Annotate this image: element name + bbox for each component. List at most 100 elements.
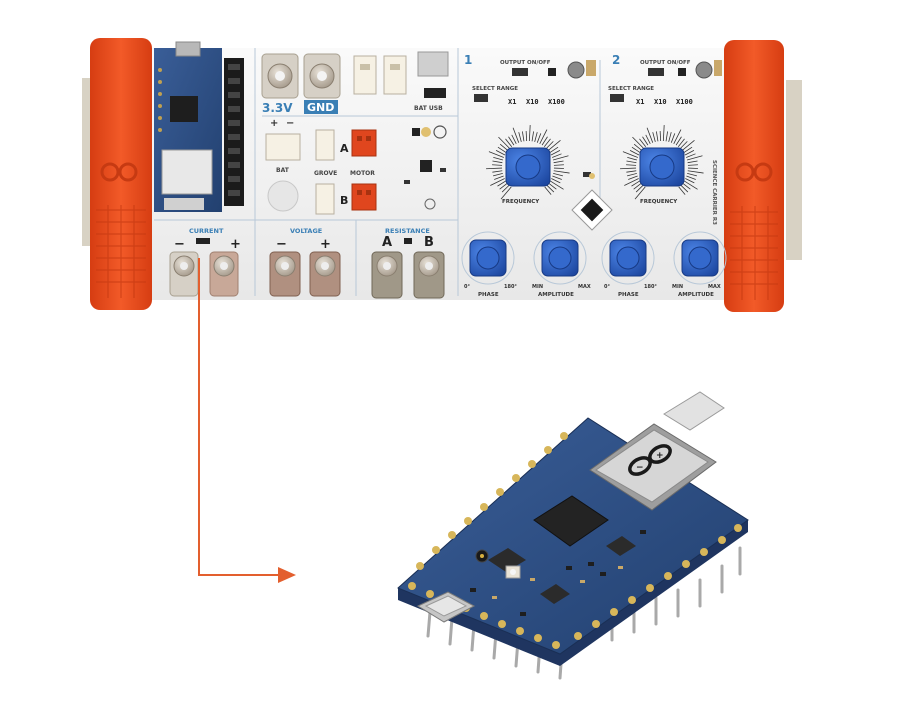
dial-tick <box>508 136 515 146</box>
connector-b-top <box>383 55 407 95</box>
label-select-range-2: SELECT RANGE <box>608 86 654 92</box>
dial-tick <box>652 132 656 142</box>
dial-tick <box>675 136 682 146</box>
voltage-terminal-plus <box>309 251 341 297</box>
nano-main-chip <box>533 495 609 547</box>
capacitor-1 <box>567 61 585 79</box>
amplitude-knob-2 <box>673 231 727 285</box>
label-x1-2: X1 <box>636 98 644 106</box>
label-x1-1: X1 <box>508 98 516 106</box>
label-min-1: MIN <box>532 284 543 290</box>
label-output-1: OUTPUT ON/OFF <box>500 60 551 66</box>
mcu-chip <box>170 96 198 122</box>
nano-small-chip-1 <box>488 548 526 572</box>
grove-connector-a <box>315 129 335 161</box>
dial-tick <box>686 175 696 180</box>
dial-tick <box>662 125 665 142</box>
label-180deg-2: 180° <box>644 284 657 290</box>
sensor-area <box>404 125 447 210</box>
dial-tick <box>646 127 654 143</box>
arduino-nano-board: − + <box>397 391 749 680</box>
dial-tick <box>549 146 559 154</box>
dial-tick <box>624 178 639 186</box>
dial-tick <box>534 132 538 142</box>
dial-tick <box>680 184 689 193</box>
dial-tick <box>687 173 697 177</box>
dial-tick <box>626 170 637 173</box>
label-min-2: MIN <box>672 284 683 290</box>
dial-tick <box>665 131 668 142</box>
svg-text:−: − <box>636 463 644 473</box>
dial-tick <box>627 156 638 161</box>
current-terminal-plus <box>209 251 239 297</box>
dial-tick <box>645 134 651 144</box>
label-b-grove: B <box>340 194 348 207</box>
dial-tick <box>687 160 698 164</box>
dial-tick <box>544 186 552 195</box>
dial-tick <box>684 150 695 156</box>
range-button-2 <box>610 94 624 102</box>
dial-tick <box>622 151 638 158</box>
dial-tick <box>525 131 528 142</box>
label-frequency-1: FREQUENCY <box>502 199 540 205</box>
dial-tick <box>493 173 503 177</box>
dial-tick <box>635 184 644 193</box>
capacitor-2 <box>695 61 713 79</box>
label-0deg-2: 0° <box>604 284 610 290</box>
bat-connector <box>265 133 301 161</box>
dial-tick <box>631 180 641 187</box>
label-amplitude-1: AMPLITUDE <box>538 292 574 298</box>
label-max-2: MAX <box>708 284 721 290</box>
battery-holder <box>267 180 299 212</box>
dial-tick <box>550 150 561 156</box>
dial-tick <box>677 138 685 147</box>
dial-tick <box>505 138 513 147</box>
right-pin-strip <box>786 80 802 260</box>
gnd-label-box <box>304 100 338 114</box>
channel-1-number: 1 <box>464 53 472 67</box>
label-a-grove: A <box>340 142 349 155</box>
center-chip <box>571 189 613 231</box>
label-current: CURRENT <box>189 227 224 235</box>
nano-antenna-connector <box>663 391 725 431</box>
frequency-dial-2 <box>620 125 704 200</box>
label-bat-usb: BAT USB <box>414 105 443 112</box>
dial-tick <box>642 136 649 146</box>
label-select-range-1: SELECT RANGE <box>472 86 518 92</box>
svg-text:+: + <box>656 451 664 461</box>
dial-tick <box>683 180 698 190</box>
dial-tick <box>497 146 507 154</box>
dial-tick <box>543 138 551 147</box>
dial-tick <box>488 151 504 158</box>
dial-tick <box>528 125 531 142</box>
usb-port <box>175 41 201 57</box>
label-180deg-1: 180° <box>504 284 517 290</box>
current-terminal-minus <box>169 251 199 297</box>
current-minus: − <box>174 237 185 252</box>
function-generator-2: 2 OUTPUT ON/OFF SELECT RANGE X1 X10 X100… <box>608 53 722 205</box>
label-gnd: GND <box>307 101 334 114</box>
motor-connector-a <box>351 129 377 157</box>
dial-tick <box>553 173 563 177</box>
dial-tick <box>547 140 561 151</box>
nano-wireless-module <box>589 423 717 511</box>
dial-tick <box>656 131 659 142</box>
arduino-infinity-logo: − + <box>628 444 672 476</box>
dial-tick <box>683 146 693 154</box>
dial-tick <box>632 136 645 149</box>
label-x10-1: X10 <box>526 98 539 106</box>
dial-tick <box>492 160 503 164</box>
dial-tick <box>546 184 555 193</box>
dial-tick <box>687 164 698 166</box>
dial-tick <box>553 160 564 164</box>
dial-tick <box>686 155 703 161</box>
dial-tick <box>627 173 637 177</box>
dial-tick <box>545 141 554 149</box>
dial-tick <box>551 178 561 184</box>
usb-c-port <box>417 51 449 77</box>
dial-tick <box>499 143 509 151</box>
wireless-module <box>161 149 213 195</box>
dial-tick <box>492 164 503 166</box>
dial-tick <box>493 156 504 161</box>
